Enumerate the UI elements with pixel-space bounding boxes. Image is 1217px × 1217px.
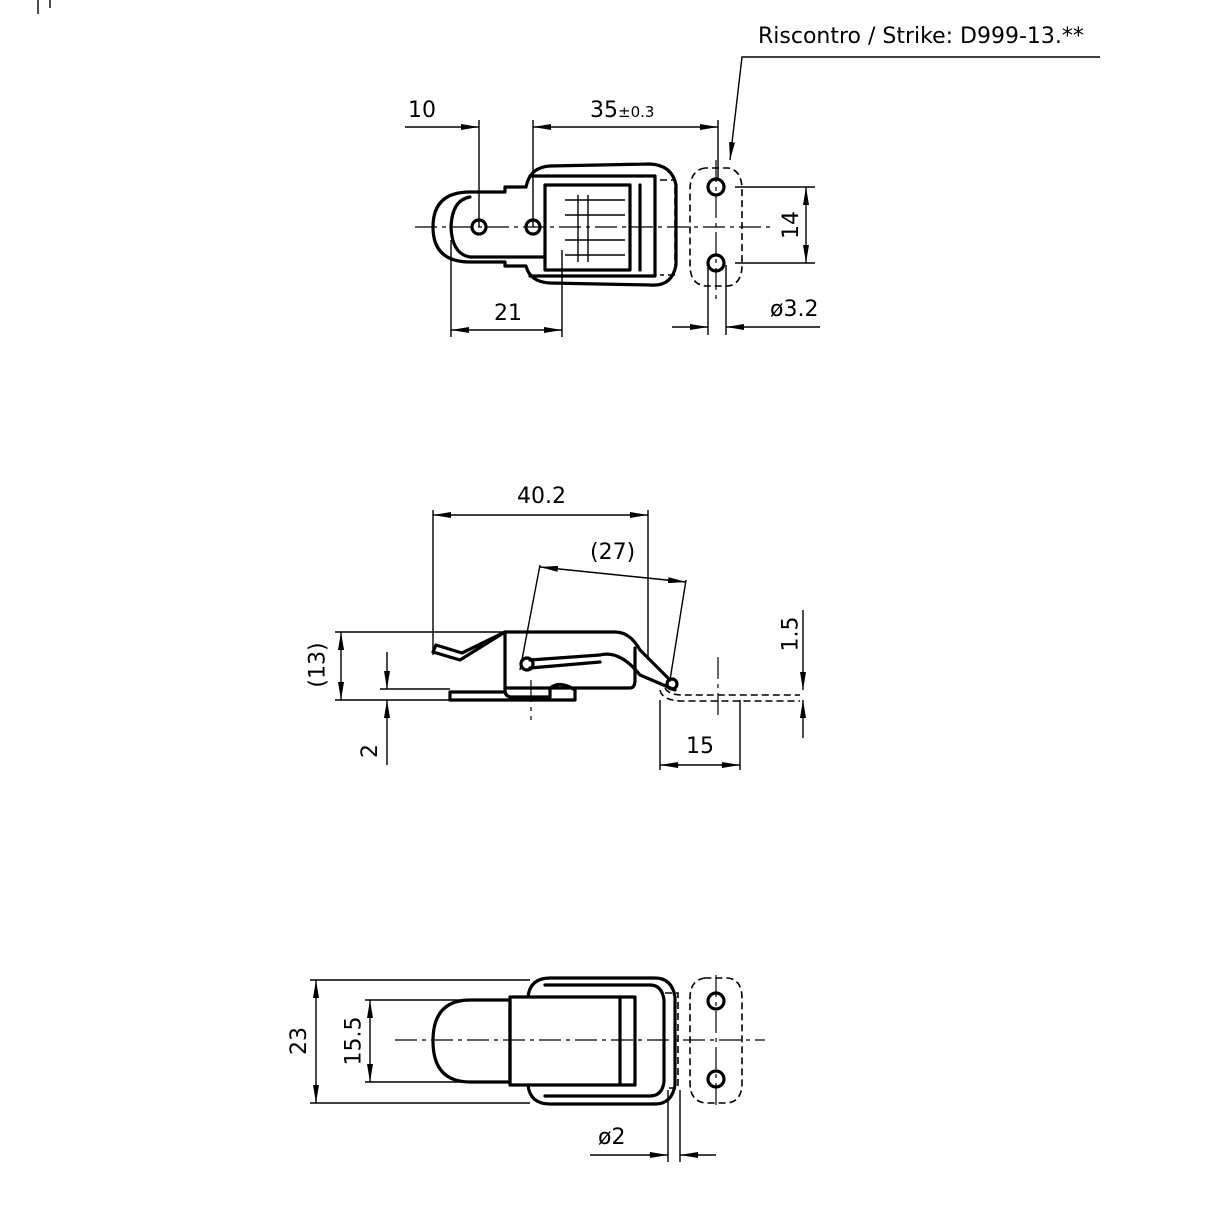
dim-35: 35±0.3 bbox=[590, 100, 654, 122]
dim-1-5: 1.5 bbox=[778, 616, 804, 652]
dim-2: 2 bbox=[358, 744, 383, 758]
strike-plate bbox=[660, 167, 743, 287]
bottom-view bbox=[310, 975, 765, 1162]
dim-27: (27) bbox=[590, 540, 636, 565]
dim-wire-diameter: ø2 bbox=[598, 1125, 626, 1150]
dim-35-tolerance: ±0.3 bbox=[618, 103, 655, 121]
dim-14: 14 bbox=[779, 211, 804, 239]
dim-15: 15 bbox=[686, 734, 714, 759]
dim-40-2: 40.2 bbox=[517, 484, 566, 509]
dim-23: 23 bbox=[287, 1027, 312, 1055]
dim-15-5: 15.5 bbox=[341, 1016, 367, 1066]
dim-21: 21 bbox=[494, 301, 522, 326]
dim-13: (13) bbox=[305, 642, 331, 688]
side-view bbox=[335, 510, 806, 770]
strike-leader bbox=[729, 56, 1100, 161]
corner-mark bbox=[37, 0, 51, 14]
top-view bbox=[405, 56, 1100, 337]
dim-35-value: 35 bbox=[590, 98, 618, 123]
dim-10: 10 bbox=[408, 98, 436, 123]
strike-note: Riscontro / Strike: D999-13.** bbox=[758, 24, 1084, 49]
dim-hole-diameter: ø3.2 bbox=[770, 297, 819, 322]
latch-body-outline bbox=[431, 162, 678, 287]
